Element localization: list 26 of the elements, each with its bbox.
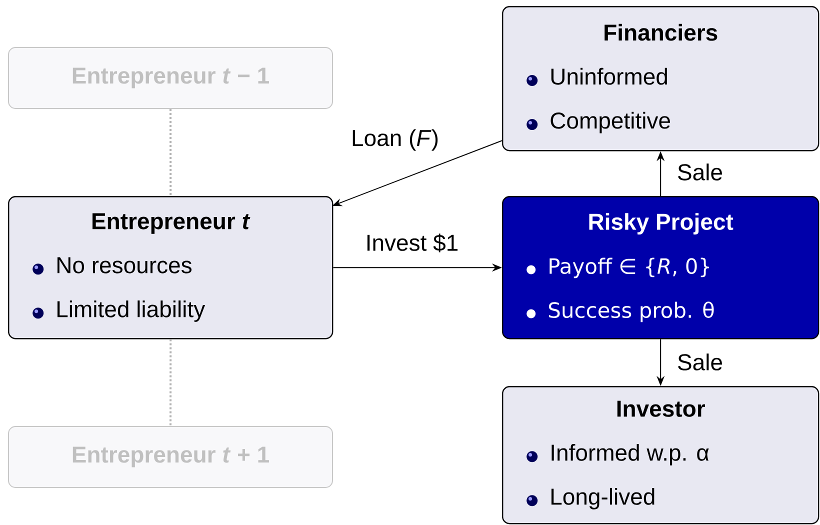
edge-label: Loan (F) <box>352 129 438 151</box>
bullet-item: Informed w.p. α <box>552 444 709 466</box>
process-box <box>502 196 820 340</box>
box-heading: Financiers <box>604 24 718 41</box>
bullet-item: Competitive <box>550 112 670 134</box>
bullet-item: Payoff ∈ {R, 0} <box>550 258 709 278</box>
box-heading: Entrepreneur t − 1 <box>72 68 269 88</box>
box-heading: Investor <box>617 400 705 417</box>
bullet-item: Long-lived <box>551 488 654 510</box>
edge-label: Sale <box>678 164 722 180</box>
process-box <box>8 196 334 340</box>
bullet-item: Success prob. θ <box>548 302 714 322</box>
connector-line <box>170 339 172 426</box>
edge-label: Invest $1 <box>367 234 458 252</box>
process-box <box>502 386 820 524</box>
bullet-item: Uninformed <box>551 68 667 85</box>
box-heading: Risky Project <box>589 213 734 235</box>
bullet-item: No resources <box>58 257 192 274</box>
edge-label: Sale <box>678 354 722 370</box>
process-box <box>502 6 820 152</box>
connector-line <box>170 109 172 196</box>
process-box <box>8 47 333 109</box>
bullet-item: Limited liability <box>58 300 206 322</box>
box-heading: Entrepreneur t + 1 <box>72 446 269 468</box>
process-box <box>8 426 333 488</box>
box-heading: Entrepreneur t <box>92 213 250 234</box>
